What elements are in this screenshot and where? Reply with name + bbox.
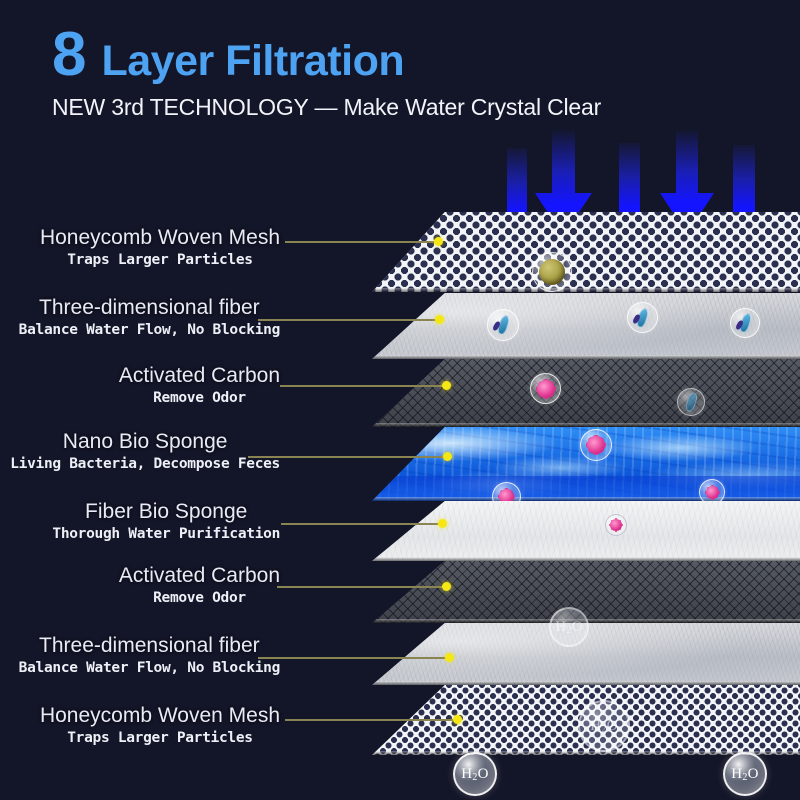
layer-label-5-title: Fiber Bio Sponge bbox=[85, 500, 248, 523]
page-title: Layer Filtration bbox=[101, 37, 405, 85]
connector-line-7 bbox=[258, 657, 448, 659]
virus-particle bbox=[705, 485, 719, 499]
connector-line-4 bbox=[248, 456, 446, 458]
layer-label-2-title: Three-dimensional fiber bbox=[39, 296, 260, 319]
layer-label-2-subtitle: Balance Water Flow, No Blocking bbox=[18, 322, 281, 338]
layer-label-column: Honeycomb Woven Mesh Traps Larger Partic… bbox=[0, 0, 372, 800]
virus-particle bbox=[499, 489, 514, 504]
connector-dot-4 bbox=[443, 452, 452, 461]
virus-bubble bbox=[580, 429, 612, 461]
h2o-label: H2O bbox=[461, 765, 489, 783]
layer-label-7-subtitle: Balance Water Flow, No Blocking bbox=[18, 660, 281, 676]
layer-2-texture bbox=[372, 293, 800, 359]
water-droplet-inline: H2O bbox=[549, 607, 589, 647]
layer-label-7[interactable]: Three-dimensional fiber Balance Water Fl… bbox=[18, 634, 281, 676]
layer-1-honeycomb-woven-mesh[interactable] bbox=[372, 212, 800, 292]
layer-label-4[interactable]: Nano Bio Sponge Living Bacteria, Decompo… bbox=[10, 430, 280, 472]
connector-dot-5 bbox=[438, 519, 447, 528]
layer-5-fiber-bio-sponge[interactable] bbox=[372, 501, 800, 561]
virus-particle bbox=[587, 436, 605, 454]
layer-5-edge bbox=[372, 557, 800, 561]
connector-dot-3 bbox=[442, 381, 451, 390]
layer-label-3[interactable]: Activated Carbon Remove Odor bbox=[119, 364, 280, 406]
connector-line-8 bbox=[285, 719, 456, 721]
layer-label-8-subtitle: Traps Larger Particles bbox=[67, 730, 253, 746]
layer-4-edge bbox=[372, 497, 800, 501]
layer-label-2[interactable]: Three-dimensional fiber Balance Water Fl… bbox=[18, 296, 281, 338]
connector-dot-6 bbox=[442, 582, 451, 591]
layer-3-edge bbox=[372, 423, 800, 427]
layer-label-6[interactable]: Activated Carbon Remove Odor bbox=[119, 564, 280, 606]
connector-line-6 bbox=[277, 586, 445, 588]
h2o-sub: 2 bbox=[601, 723, 607, 735]
layer-1-edge bbox=[372, 288, 800, 292]
virus-particle bbox=[536, 379, 555, 398]
virus-bubble bbox=[530, 373, 561, 404]
water-droplet-inline: H2O bbox=[578, 700, 630, 752]
layer-label-8[interactable]: Honeycomb Woven Mesh Traps Larger Partic… bbox=[40, 704, 280, 746]
layer-7-edge bbox=[372, 681, 800, 685]
bacteria-bubble bbox=[627, 302, 658, 333]
connector-line-1 bbox=[285, 241, 437, 243]
layer-1-texture bbox=[372, 212, 800, 292]
layer-label-1[interactable]: Honeycomb Woven Mesh Traps Larger Partic… bbox=[40, 226, 280, 268]
h2o-label: H2O bbox=[731, 765, 759, 783]
debris-particle bbox=[539, 259, 565, 285]
connector-dot-2 bbox=[435, 315, 444, 324]
virus-bubble bbox=[677, 388, 705, 416]
layer-label-1-subtitle: Traps Larger Particles bbox=[67, 252, 253, 268]
layer-3-texture bbox=[372, 359, 800, 427]
trapped-debris-bubble bbox=[532, 252, 572, 292]
h2o-sub: 2 bbox=[742, 771, 748, 783]
layer-label-7-title: Three-dimensional fiber bbox=[39, 634, 260, 657]
layer-label-3-title: Activated Carbon bbox=[118, 364, 280, 387]
connector-line-2 bbox=[258, 319, 438, 321]
filter-layer-stack bbox=[372, 0, 800, 800]
h2o-sub: 2 bbox=[472, 771, 478, 783]
virus-bubble bbox=[605, 514, 627, 536]
title-row: 8 Layer Filtration bbox=[52, 20, 752, 89]
connector-dot-1 bbox=[434, 237, 443, 246]
bacteria-bubble bbox=[487, 309, 519, 341]
layer-2-three-dimensional-fiber[interactable] bbox=[372, 293, 800, 359]
layer-count-number: 8 bbox=[52, 20, 86, 89]
layer-label-4-title: Nano Bio Sponge bbox=[62, 430, 228, 453]
h2o-label: H2O bbox=[555, 618, 583, 636]
header: 8 Layer Filtration NEW 3rd TECHNOLOGY — … bbox=[52, 20, 752, 121]
bacteria-bubble bbox=[730, 308, 760, 338]
layer-2-edge bbox=[372, 355, 800, 359]
layer-label-3-subtitle: Remove Odor bbox=[153, 390, 246, 406]
connector-line-3 bbox=[280, 385, 445, 387]
layer-label-5[interactable]: Fiber Bio Sponge Thorough Water Purifica… bbox=[52, 500, 280, 542]
water-droplet-output-right: H2O bbox=[723, 752, 767, 796]
connector-dot-7 bbox=[445, 653, 454, 662]
layer-label-8-title: Honeycomb Woven Mesh bbox=[39, 704, 280, 727]
layer-label-1-title: Honeycomb Woven Mesh bbox=[39, 226, 280, 249]
layer-3-activated-carbon[interactable] bbox=[372, 359, 800, 427]
layer-label-5-subtitle: Thorough Water Purification bbox=[52, 526, 280, 542]
layer-label-6-subtitle: Remove Odor bbox=[153, 590, 246, 606]
page-subtitle: NEW 3rd TECHNOLOGY — Make Water Crystal … bbox=[52, 94, 602, 120]
layer-6-texture bbox=[372, 561, 800, 623]
layer-label-4-subtitle: Living Bacteria, Decompose Feces bbox=[10, 456, 280, 472]
bacteria-cell bbox=[683, 391, 699, 413]
connector-line-5 bbox=[281, 523, 441, 525]
layer-5-texture bbox=[372, 501, 800, 561]
layer-6-activated-carbon[interactable] bbox=[372, 561, 800, 623]
water-droplet-output-left: H2O bbox=[453, 752, 497, 796]
virus-particle bbox=[610, 519, 622, 531]
layer-8-edge bbox=[372, 751, 800, 755]
h2o-sub: 2 bbox=[566, 624, 572, 636]
layer-4-water-band bbox=[372, 475, 800, 501]
layer-label-6-title: Activated Carbon bbox=[118, 564, 280, 587]
h2o-label: H2O bbox=[590, 717, 618, 735]
connector-dot-8 bbox=[453, 715, 462, 724]
